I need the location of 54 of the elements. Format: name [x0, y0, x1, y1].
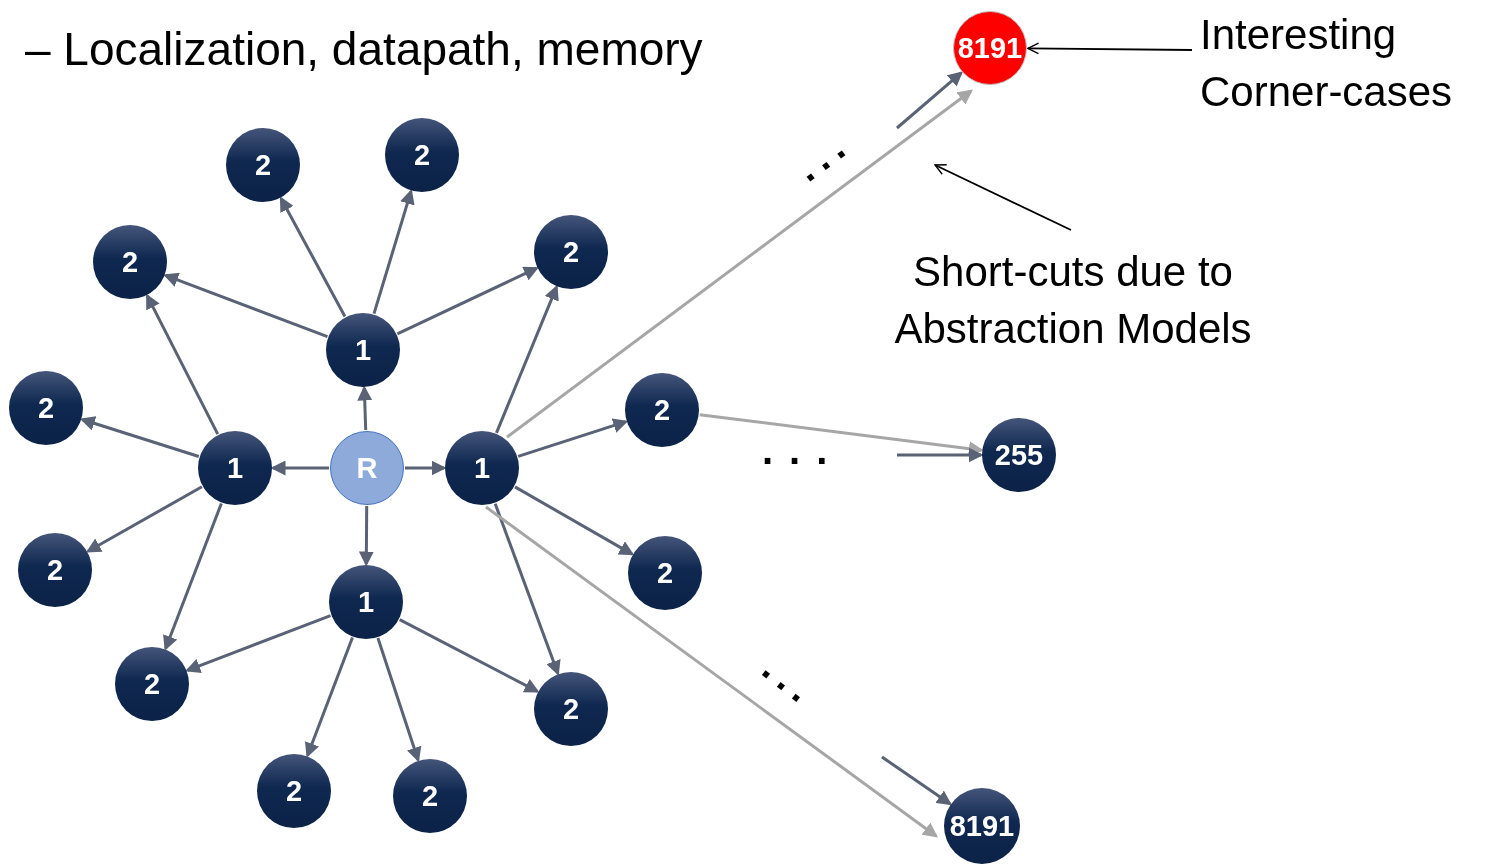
arrow: [304, 636, 354, 758]
state-circle: 1: [198, 431, 272, 505]
state-circle: 2: [534, 672, 608, 746]
state-circle: 1: [326, 313, 400, 387]
arrow: [495, 284, 559, 434]
arrow: [358, 506, 374, 567]
arrow: [79, 416, 200, 458]
state-circle: 1: [445, 431, 519, 505]
ellipsis: ...: [762, 428, 844, 473]
leader-arrow: [1027, 42, 1193, 55]
arrow: [485, 505, 938, 838]
state-circle: 2: [393, 759, 467, 833]
arrow: [376, 637, 422, 763]
root-circle: R: [330, 431, 404, 505]
state-circle: 8191: [944, 788, 1020, 864]
leader-arrow: [934, 164, 1072, 231]
state-circle: 1: [329, 565, 403, 639]
arrow: [514, 485, 635, 556]
arrow: [396, 266, 539, 336]
state-circle: 2: [628, 536, 702, 610]
arrow: [399, 618, 540, 693]
arrow: [405, 460, 447, 476]
bullet-text: – Localization, datapath, memory: [25, 22, 703, 76]
state-circle: 255: [982, 418, 1056, 492]
state-circle: 2: [9, 371, 83, 445]
arrow: [517, 418, 629, 458]
highlighted-circle: 8191: [953, 11, 1027, 85]
state-circle: 2: [625, 373, 699, 447]
arrow: [145, 293, 220, 435]
state-circle: 2: [257, 754, 331, 828]
arrow: [279, 196, 347, 318]
state-circle: 2: [385, 118, 459, 192]
arrow: [493, 503, 561, 676]
arrow: [506, 89, 973, 439]
state-circle: 2: [93, 225, 167, 299]
arrow: [699, 413, 984, 457]
arrow: [372, 189, 415, 315]
state-circle: 2: [115, 647, 189, 721]
arrow: [881, 755, 952, 806]
arrow: [163, 272, 328, 338]
state-circle: 2: [226, 128, 300, 202]
arrow: [897, 447, 984, 463]
arrow: [185, 614, 332, 673]
arrow: [896, 71, 964, 130]
ellipsis: ...: [754, 644, 828, 716]
arrow: [163, 502, 223, 651]
state-circle: 2: [18, 533, 92, 607]
arrow: [270, 460, 329, 476]
ellipsis: ...: [786, 120, 860, 191]
annotation-text: Interesting Corner-cases: [1200, 4, 1492, 122]
annotation-text: Short-cuts due to Abstraction Models: [858, 242, 1288, 358]
state-circle: 2: [534, 215, 608, 289]
arrow: [357, 385, 373, 431]
arrow: [85, 485, 203, 553]
